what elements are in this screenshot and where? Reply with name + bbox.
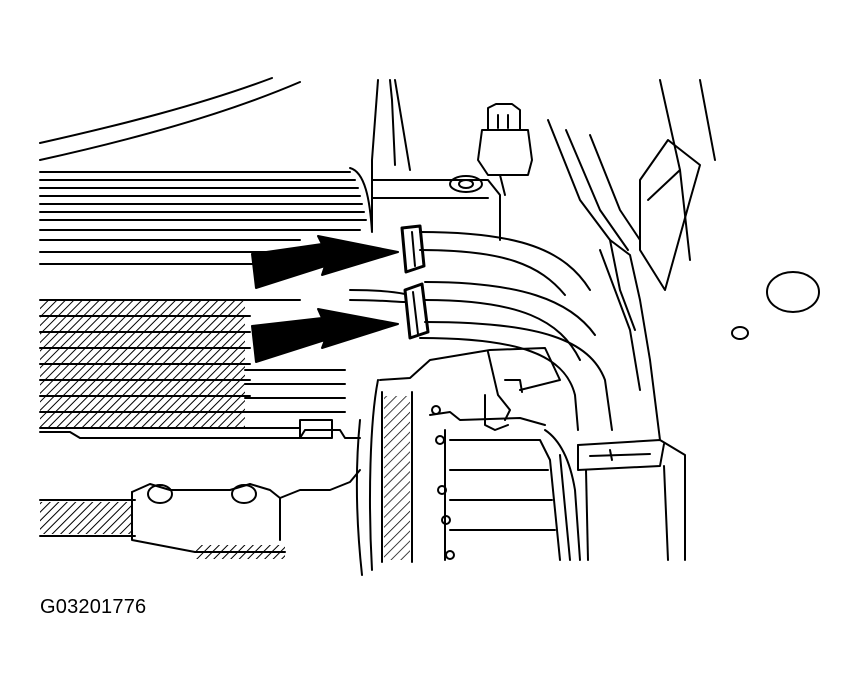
lower-left-tube [39,469,361,559]
hatched-strip [355,379,413,576]
sensor-connector [477,103,533,196]
arrow-upper-icon [251,235,399,289]
upper-left-sweep-lines [39,77,301,161]
center-housing [379,347,581,561]
hose-clamps [400,224,430,340]
reservoir-box [577,439,686,561]
coolant-hoses [349,231,613,431]
callout-arrows [251,235,399,363]
arrow-lower-icon [251,308,399,363]
right-frame [547,79,820,441]
condenser-fins-upper [39,167,373,265]
mounting-bracket [371,79,501,241]
radiator-core-lower [39,299,361,439]
figure-id-label: G03201776 [40,596,147,618]
